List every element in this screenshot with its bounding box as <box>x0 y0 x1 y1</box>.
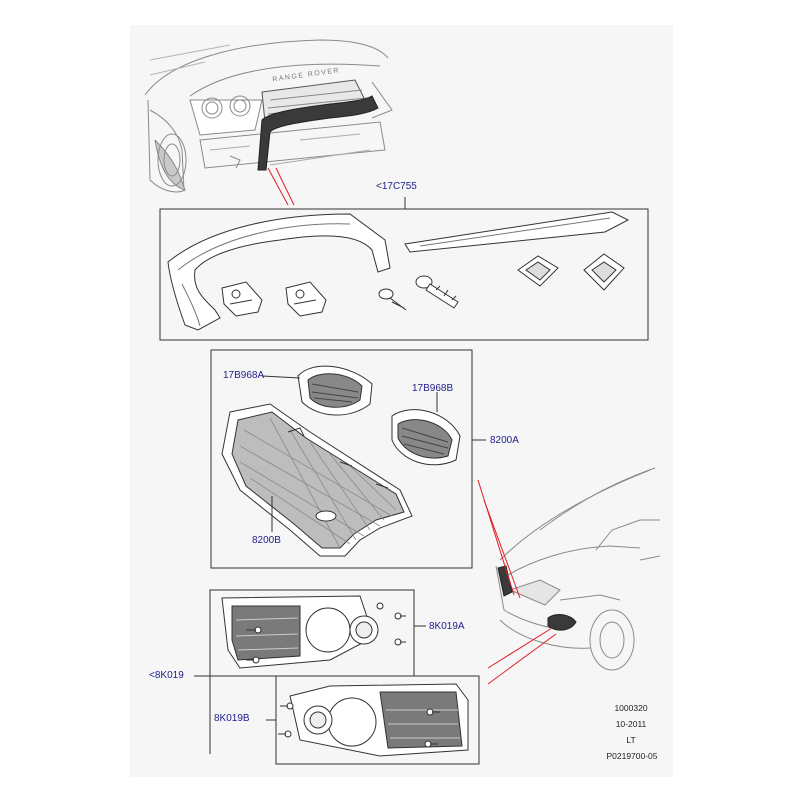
trim-screw <box>378 288 407 311</box>
bezel-b-screws <box>278 702 440 748</box>
side-vent-a <box>297 365 373 416</box>
side-vent-b <box>391 409 461 466</box>
fog-lamp-bezel-b <box>289 683 469 757</box>
bezel-a-screws <box>246 602 406 664</box>
leader-lines-right <box>477 479 557 685</box>
bumper-trim-highlight <box>257 95 379 171</box>
footer-code: 1000320 <box>614 703 648 713</box>
label-8200a: 8200A <box>490 435 519 446</box>
trim-clip-2 <box>285 281 327 317</box>
label-17c755: <17C755 <box>376 181 417 192</box>
footer-reference: P0219700-05 <box>606 751 658 761</box>
footer-suffix: LT <box>626 735 636 745</box>
trim-clip-1 <box>221 281 263 317</box>
diagram-sheet <box>130 25 673 777</box>
front-grille <box>221 403 413 557</box>
label-17b968a: 17B968A <box>223 370 265 381</box>
leader-lines-top <box>267 167 295 206</box>
adhesive-pad-2 <box>583 253 625 291</box>
trim-strip <box>404 211 630 253</box>
adhesive-pad-1 <box>517 255 559 287</box>
vehicle2-highlight-parts <box>497 565 577 631</box>
vehicle-three-quarter-view <box>495 467 661 671</box>
footer-date: 10-2011 <box>615 719 647 729</box>
label-17b968b: 17B968B <box>412 383 454 394</box>
emblem-text: RANGE ROVER <box>272 67 341 83</box>
label-8k019: <8K019 <box>149 670 184 681</box>
bumper-trim-kit-box <box>159 208 649 341</box>
grille-kit-box <box>210 349 473 569</box>
fog-lamp-bezel-a <box>221 595 379 669</box>
label-8k019b: 8K019B <box>214 713 250 724</box>
label-8200b: 8200B <box>252 535 281 546</box>
label-8k019a: 8K019A <box>429 621 465 632</box>
front-trim-part <box>167 213 391 331</box>
trim-bolt <box>415 275 459 309</box>
